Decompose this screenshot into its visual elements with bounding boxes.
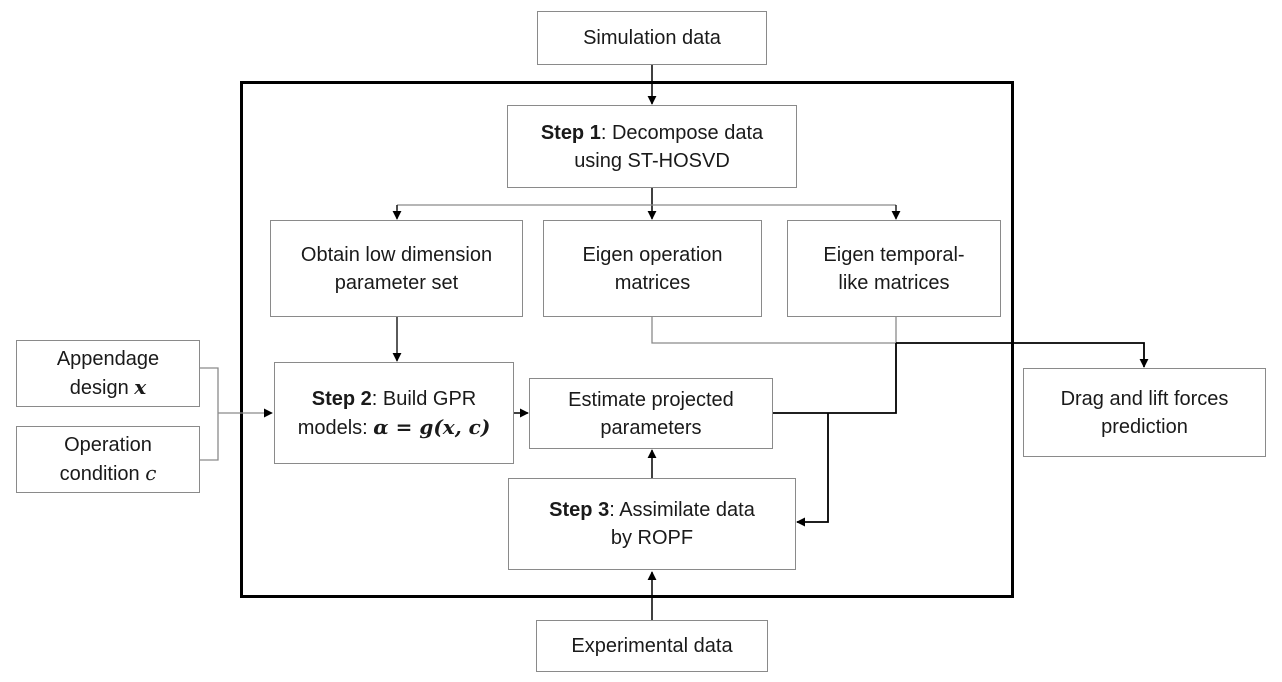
operation-condition-box: Operation condition c — [16, 426, 200, 493]
obtain-line1: Obtain low dimension — [300, 243, 493, 266]
drag-lift-box: Drag and lift forces prediction — [1023, 368, 1266, 457]
eigen-temporal-box: Eigen temporal- like matrices — [787, 220, 1001, 317]
main-process-frame — [240, 81, 1014, 598]
line-eigen-op-down — [651, 317, 896, 344]
eigen-temp-line1: Eigen temporal- — [823, 243, 965, 266]
arrow-estimate-to-step3 — [796, 413, 829, 527]
appendage-line1: Appendage — [56, 348, 160, 370]
step3-box: Step 3: Assimilate data by ROPF — [508, 478, 796, 570]
estimate-line1: Estimate projected — [568, 388, 734, 411]
step3-desc: : Assimilate data — [609, 499, 755, 521]
appendage-var: x — [134, 375, 147, 399]
drag-lift-text: Drag and lift forces prediction — [1061, 385, 1229, 441]
operation-text: Operation condition c — [60, 431, 157, 488]
eigen-temp-line2: like matrices — [838, 271, 950, 294]
obtain-param-text: Obtain low dimension parameter set — [301, 241, 492, 297]
appendage-text: Appendage design x — [57, 345, 159, 402]
operation-line2: condition — [59, 463, 140, 485]
drag-line2: prediction — [1101, 415, 1188, 438]
obtain-line2: parameter set — [334, 271, 459, 294]
step3-title: Step 3 — [549, 499, 610, 521]
estimate-params-box: Estimate projected parameters — [529, 378, 773, 449]
arrow-to-drag — [896, 342, 1149, 368]
step2-desc: : Build GPR — [371, 387, 477, 410]
estimate-line2: parameters — [600, 416, 702, 439]
line-estimate-out — [773, 343, 897, 414]
eigen-op-line2: matrices — [614, 271, 691, 294]
eigen-operation-text: Eigen operation matrices — [582, 241, 722, 297]
branch-line-step1 — [396, 204, 896, 210]
eigen-op-line1: Eigen operation — [582, 243, 723, 266]
step2-text: Step 2: Build GPR models: α = g(x, c) — [298, 385, 491, 442]
experimental-data-label: Experimental data — [571, 635, 733, 657]
operation-line1: Operation — [64, 434, 152, 456]
drag-line1: Drag and lift forces — [1060, 387, 1229, 410]
appendage-line2: design — [69, 377, 129, 399]
step2-title: Step 2 — [311, 387, 372, 410]
simulation-data-box: Simulation data — [537, 11, 767, 65]
step2-formula: α = g(x, c) — [373, 414, 491, 439]
estimate-text: Estimate projected parameters — [568, 386, 734, 442]
bracket-inputs — [200, 367, 219, 461]
step1-text: Step 1: Decompose data using ST-HOSVD — [541, 119, 763, 175]
eigen-temporal-text: Eigen temporal- like matrices — [823, 241, 964, 297]
step1-line2: using ST-HOSVD — [574, 149, 730, 172]
step2-line2: models: — [297, 416, 368, 439]
step2-box: Step 2: Build GPR models: α = g(x, c) — [274, 362, 514, 464]
eigen-operation-box: Eigen operation matrices — [543, 220, 762, 317]
appendage-design-box: Appendage design x — [16, 340, 200, 407]
step3-text: Step 3: Assimilate data by ROPF — [549, 496, 755, 552]
step1-box: Step 1: Decompose data using ST-HOSVD — [507, 105, 797, 188]
experimental-data-box: Experimental data — [536, 620, 768, 672]
obtain-param-box: Obtain low dimension parameter set — [270, 220, 523, 317]
operation-var: c — [145, 461, 157, 485]
simulation-data-label: Simulation data — [583, 27, 721, 49]
step3-line2: by ROPF — [610, 527, 694, 549]
step1-title: Step 1 — [540, 121, 601, 144]
step1-desc: : Decompose data — [600, 121, 764, 144]
